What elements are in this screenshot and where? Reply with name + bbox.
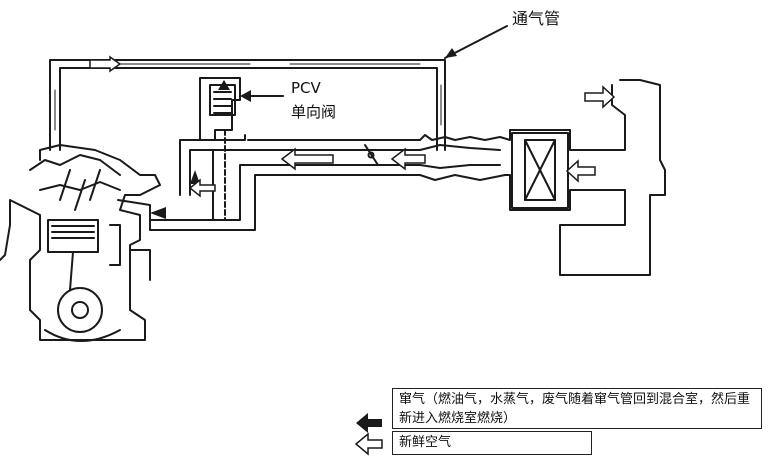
check-valve-label: 单向阀	[291, 103, 336, 121]
fresh-air-legend-arrow	[354, 432, 383, 456]
legend-fresh-air-text: 新鲜空气	[399, 435, 452, 450]
breather-hose-label: 通气管	[512, 9, 560, 28]
engine	[0, 144, 161, 342]
fresh-air-flow-arrows	[89, 55, 616, 198]
legend-fresh-air: 新鲜空气	[392, 431, 592, 455]
legend-blowby: 窜气（燃油气，水蒸气，废气随着窜气管回到混合室，然后重新进入燃烧室燃烧）	[392, 388, 762, 429]
legend-blowby-text: 窜气（燃油气，水蒸气，废气随着窜气管回到混合室，然后重新进入燃烧室燃烧）	[399, 392, 751, 426]
pcv-label: PCV	[291, 79, 322, 97]
throttle-valve	[364, 144, 379, 166]
blowby-legend-arrow	[356, 413, 382, 433]
intake-pipe	[179, 84, 626, 196]
blowby-flow-arrows	[150, 80, 230, 219]
breather-hose	[49, 59, 446, 151]
